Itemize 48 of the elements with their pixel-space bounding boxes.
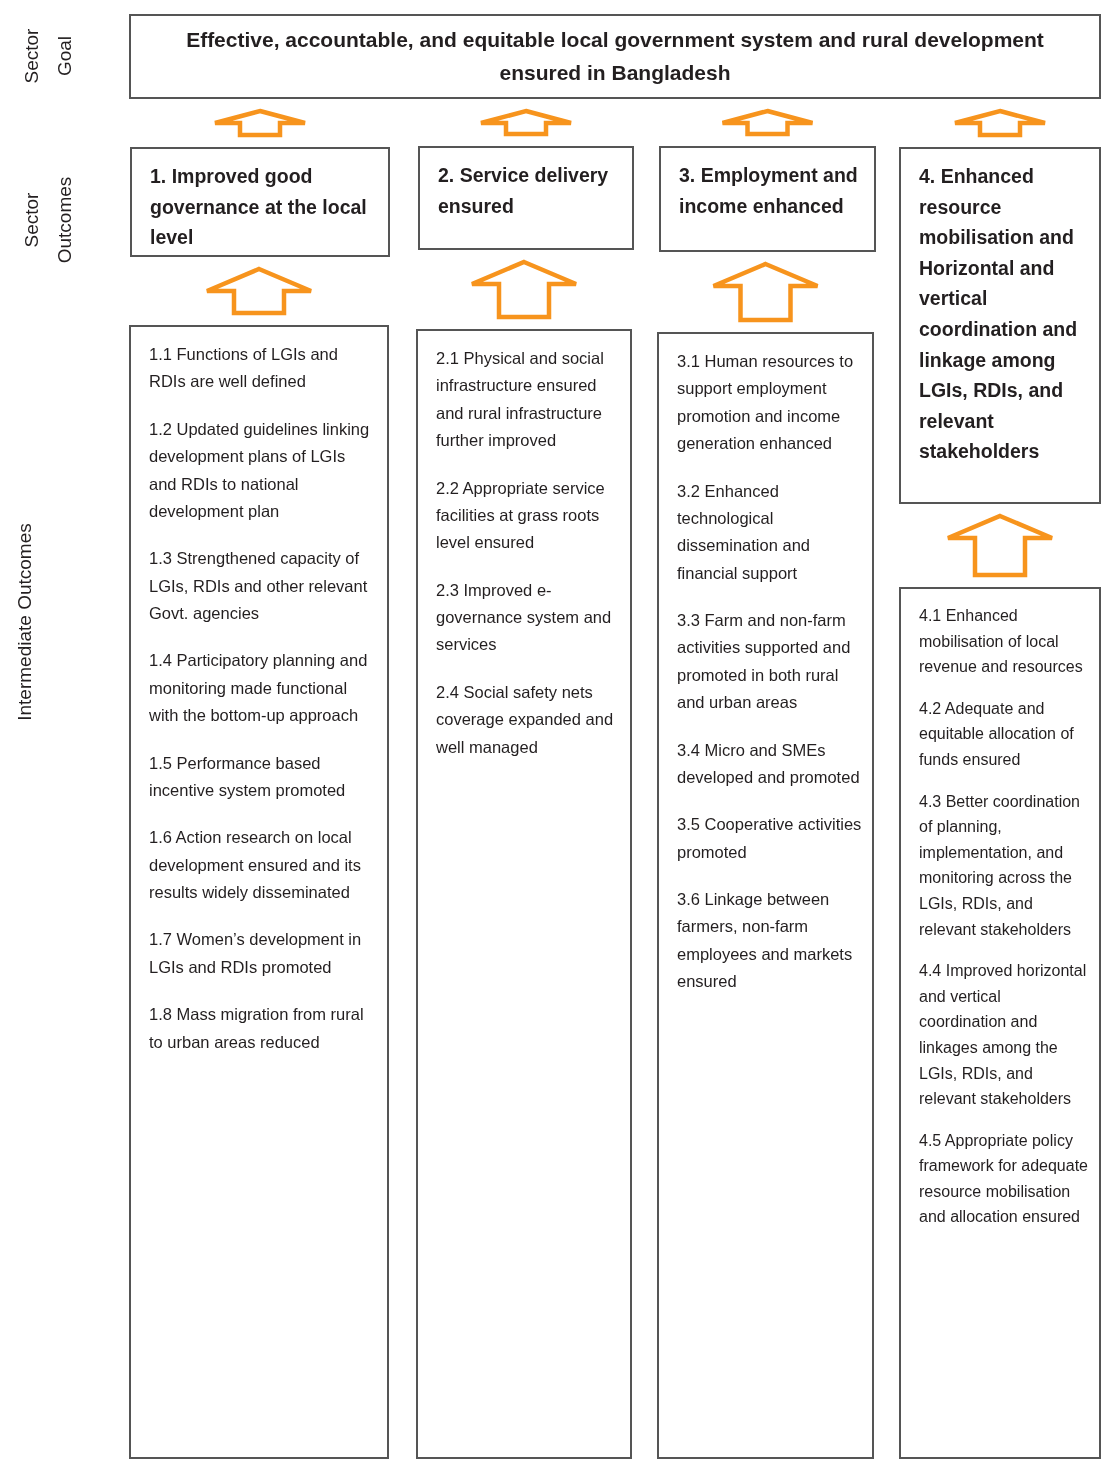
- goal-box: [129, 14, 1101, 99]
- outcome-item: 3.2 Enhanced technological dissemination and financial support: [677, 480, 811, 584]
- outcome-item: 1.7 Women’s development in LGIs and RDIs promoted: [149, 929, 363, 978]
- outcome-list-box: [129, 325, 389, 1459]
- outcome-item: 2.2 Appropriate service facilities at grass roots level ensured: [436, 477, 606, 554]
- outcome-box: [130, 147, 390, 257]
- outcome-list-box: [416, 329, 632, 1459]
- outcome-title: 2. Service delivery ensured: [438, 163, 610, 219]
- outcome-item: 1.2 Updated guidelines linking development plans of LGIs and RDIs to national development plan: [149, 418, 371, 522]
- outcome-item: 3.3 Farm and non-farm activities supported and promoted in both rural and urban areas: [677, 610, 852, 714]
- block-arrow: [212, 108, 308, 138]
- row-label: Sector Outcomes: [21, 175, 75, 266]
- outcome-item: 3.1 Human resources to support employment promotion and income generation enhanced: [677, 351, 855, 455]
- block-arrow: [945, 513, 1055, 578]
- outcome-item: 4.3 Better coordination of planning, implementation, and monitoring across the LGIs, RDIs, and relevant stakeholders: [919, 791, 1081, 940]
- goal-text: Effective, accountable, and equitable local government system and rural development ensured in Bangladesh: [185, 26, 1045, 86]
- outcome-item: 1.8 Mass migration from rural to urban areas reduced: [149, 1004, 365, 1053]
- outcome-item: 4.1 Enhanced mobilisation of local revenue and resources: [919, 606, 1084, 678]
- outcome-title: 1. Improved good governance at the local level: [150, 164, 368, 251]
- outcome-item: 4.5 Appropriate policy framework for adequate resource mobilisation and allocation ensured: [919, 1130, 1089, 1228]
- outcome-item: 1.6 Action research on local development ensured and its results widely disseminated: [149, 827, 362, 903]
- outcome-box: [659, 146, 876, 252]
- outcome-item: 1.4 Participatory planning and monitoring made functional with the bottom-up approach: [149, 650, 369, 727]
- outcome-title: 4. Enhanced resource mobilisation and Horizontal and vertical coordination and linkage among LGIs, RDIs, and relevant stakeholders: [919, 164, 1079, 465]
- block-arrow: [204, 266, 314, 316]
- outcome-item: 1.1 Functions of LGIs and RDIs are well defined: [149, 344, 339, 393]
- outcome-box: [899, 147, 1101, 504]
- outcome-item: 4.4 Improved horizontal and vertical coordination and linkages among the LGIs, RDIs, and relevant stakeholders: [919, 961, 1088, 1110]
- outcome-list-box: [899, 587, 1101, 1459]
- outcome-item: 3.4 Micro and SMEs developed and promoted: [677, 739, 861, 788]
- block-arrow: [711, 261, 820, 323]
- outcome-item: 3.6 Linkage between farmers, non-farm employees and markets ensured: [677, 889, 854, 993]
- outcome-item: 3.5 Cooperative activities promoted: [677, 814, 862, 863]
- row-label: Sector Goal: [21, 27, 75, 86]
- outcome-item: 4.2 Adequate and equitable allocation of funds ensured: [919, 698, 1075, 770]
- outcome-box: [418, 146, 634, 250]
- outcome-list-box: [657, 332, 874, 1459]
- block-arrow: [469, 259, 579, 320]
- block-arrow: [720, 108, 815, 137]
- outcome-item: 2.3 Improved e-governance system and services: [436, 579, 613, 656]
- block-arrow: [478, 108, 574, 137]
- block-arrow: [952, 108, 1048, 138]
- outcome-item: 1.5 Performance based incentive system promoted: [149, 752, 347, 801]
- outcome-item: 2.4 Social safety nets coverage expanded and well managed: [436, 681, 615, 758]
- outcome-item: 2.1 Physical and social infrastructure ensured and rural infrastructure further improved: [436, 348, 605, 452]
- outcome-item: 1.3 Strengthened capacity of LGIs, RDIs and other relevant Govt. agencies: [149, 548, 369, 624]
- outcome-title: 3. Employment and income enhanced: [679, 163, 859, 219]
- row-label: Intermediate Outcomes: [13, 522, 37, 723]
